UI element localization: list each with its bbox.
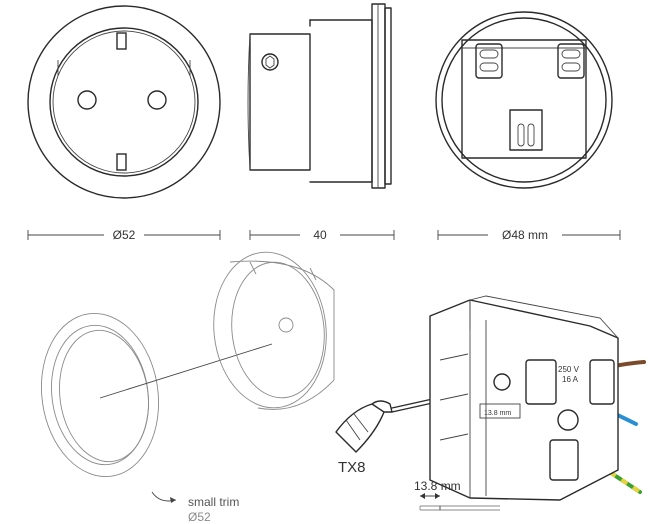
small-trim-size: Ø52 — [188, 510, 211, 524]
dimension-depth-label: 40 — [313, 228, 327, 242]
strip-length-indicator — [419, 493, 500, 511]
earth-clip-bottom — [116, 153, 127, 171]
voltage-label: 250 V — [558, 365, 580, 374]
assembly-line — [99, 343, 273, 399]
dimension-front — [27, 230, 221, 240]
terminal-earth — [509, 109, 543, 151]
terminal-left — [475, 43, 503, 79]
dimension-back — [437, 230, 621, 240]
socket-back-view — [435, 11, 613, 189]
small-trim-arrowhead — [170, 497, 176, 503]
small-trim-label: small trim — [188, 495, 239, 509]
dimension-depth — [249, 230, 395, 240]
earth-clip-top — [116, 32, 127, 50]
tool-label: TX8 — [338, 459, 366, 476]
terminal-box — [429, 295, 619, 501]
dimension-front-label: Ø52 — [113, 228, 136, 242]
insert-screw-hole — [278, 317, 294, 333]
socket-side-view — [247, 3, 392, 189]
dimension-back-label: Ø48 mm — [502, 228, 548, 242]
trim-ring — [40, 312, 160, 478]
current-label: 16 A — [562, 375, 579, 384]
box-center-hole — [557, 409, 579, 431]
socket-front-view — [27, 5, 221, 199]
pin-hole-left — [77, 90, 97, 110]
strip-length-box-label: 13.8 mm — [484, 410, 511, 417]
screw-head — [261, 53, 279, 71]
socket-insert — [213, 251, 335, 410]
strip-length-label: 13.8 mm — [414, 479, 461, 493]
terminal-right — [557, 43, 585, 79]
pin-hole-right — [147, 90, 167, 110]
